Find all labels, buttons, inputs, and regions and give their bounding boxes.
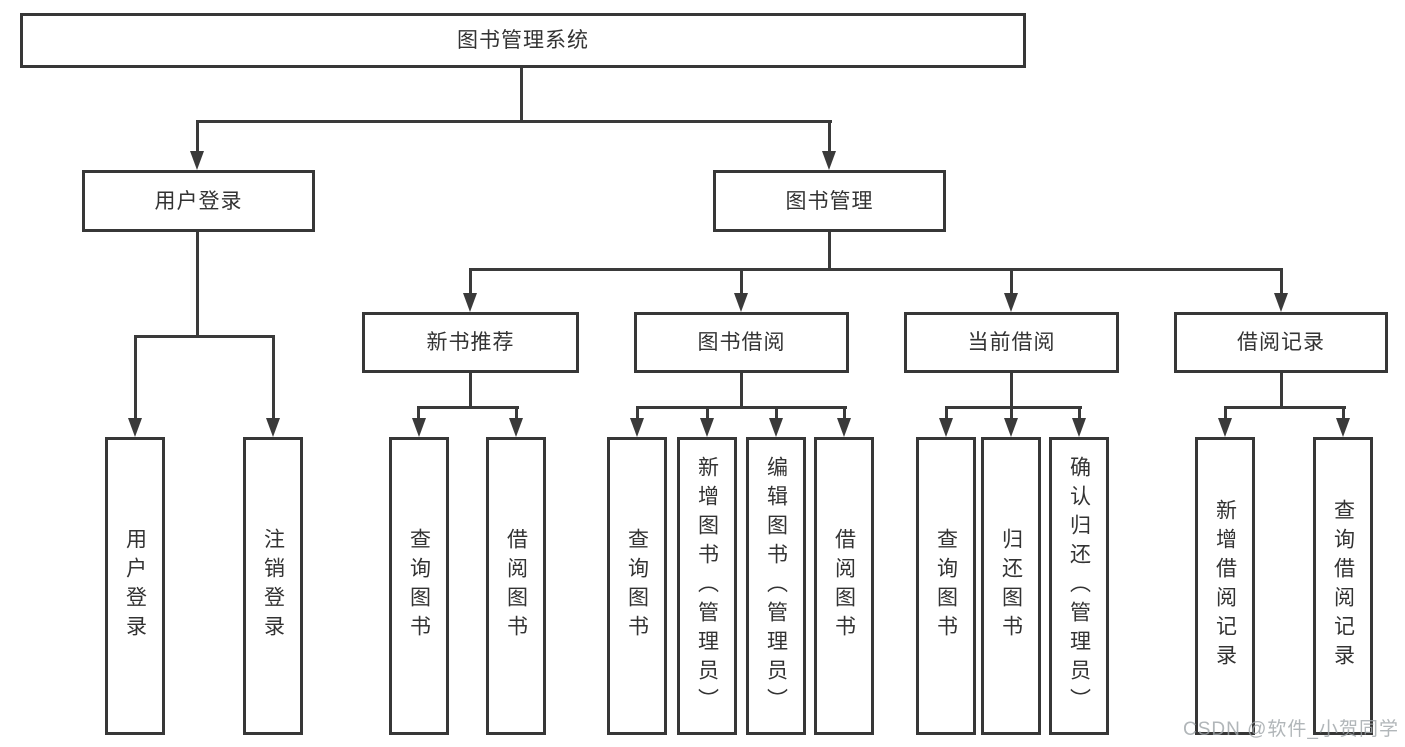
leaf-query-books-recommend: 查询图书 bbox=[389, 437, 449, 735]
arrowhead-down bbox=[266, 418, 280, 437]
connector-root-stem bbox=[520, 68, 523, 120]
connector-drop bbox=[134, 335, 137, 419]
connector-rail bbox=[636, 406, 847, 409]
connector-drop bbox=[1010, 268, 1013, 294]
connector-drop bbox=[1342, 406, 1345, 420]
leaf-borrow-books: 借阅图书 bbox=[814, 437, 874, 735]
connector-drop bbox=[945, 406, 948, 420]
node-new-book-recommend: 新书推荐 bbox=[362, 312, 579, 373]
connector-drop bbox=[1280, 268, 1283, 294]
connector-root-rail bbox=[196, 120, 832, 123]
connector-drop bbox=[469, 268, 472, 294]
arrowhead-down bbox=[1004, 418, 1018, 437]
node-library-management-system: 图书管理系统 bbox=[20, 13, 1026, 68]
arrowhead-down bbox=[1072, 418, 1086, 437]
leaf-query-books-borrowing: 查询图书 bbox=[607, 437, 667, 735]
leaf-user-login: 用户登录 bbox=[105, 437, 165, 735]
arrowhead-down bbox=[463, 293, 477, 312]
node-borrowing-records: 借阅记录 bbox=[1174, 312, 1388, 373]
arrowhead-down bbox=[190, 151, 204, 170]
leaf-query-borrow-record: 查询借阅记录 bbox=[1313, 437, 1373, 735]
connector-stem bbox=[196, 232, 199, 335]
connector-drop bbox=[1224, 406, 1227, 420]
arrowhead-down bbox=[822, 151, 836, 170]
leaf-add-books-admin: 新增图书（管理员） bbox=[677, 437, 737, 735]
connector-rail bbox=[1224, 406, 1346, 409]
connector-drop bbox=[1010, 406, 1013, 420]
connector-drop bbox=[740, 268, 743, 294]
connector-drop bbox=[1078, 406, 1081, 420]
connector-rail bbox=[469, 268, 1283, 271]
leaf-confirm-return-admin: 确认归还（管理员） bbox=[1049, 437, 1109, 735]
arrowhead-down bbox=[412, 418, 426, 437]
connector-drop bbox=[828, 120, 831, 153]
arrowhead-down bbox=[128, 418, 142, 437]
connector-drop bbox=[196, 120, 199, 153]
node-current-borrowing: 当前借阅 bbox=[904, 312, 1119, 373]
connector-stem bbox=[828, 232, 831, 268]
connector-rail bbox=[417, 406, 519, 409]
connector-rail bbox=[134, 335, 275, 338]
leaf-return-books: 归还图书 bbox=[981, 437, 1041, 735]
connector-drop bbox=[272, 335, 275, 419]
connector-stem bbox=[469, 373, 472, 406]
connector-stem bbox=[740, 373, 743, 406]
node-book-borrowing: 图书借阅 bbox=[634, 312, 849, 373]
csdn-watermark: CSDN @软件_小贺同学 bbox=[1183, 719, 1399, 740]
arrowhead-down bbox=[1336, 418, 1350, 437]
node-book-management: 图书管理 bbox=[713, 170, 946, 232]
arrowhead-down bbox=[630, 418, 644, 437]
connector-stem bbox=[1280, 373, 1283, 406]
leaf-logout: 注销登录 bbox=[243, 437, 303, 735]
connector-drop bbox=[515, 406, 518, 420]
arrowhead-down bbox=[769, 418, 783, 437]
leaf-add-borrow-record: 新增借阅记录 bbox=[1195, 437, 1255, 735]
arrowhead-down bbox=[1274, 293, 1288, 312]
connector-drop bbox=[636, 406, 639, 420]
connector-stem bbox=[1010, 373, 1013, 406]
connector-rail bbox=[945, 406, 1082, 409]
arrowhead-down bbox=[509, 418, 523, 437]
connector-drop bbox=[775, 406, 778, 420]
connector-drop bbox=[706, 406, 709, 420]
arrowhead-down bbox=[700, 418, 714, 437]
connector-drop bbox=[417, 406, 420, 420]
connector-drop bbox=[843, 406, 846, 420]
arrowhead-down bbox=[939, 418, 953, 437]
leaf-borrow-books-recommend: 借阅图书 bbox=[486, 437, 546, 735]
leaf-query-books-current: 查询图书 bbox=[916, 437, 976, 735]
arrowhead-down bbox=[734, 293, 748, 312]
arrowhead-down bbox=[837, 418, 851, 437]
arrowhead-down bbox=[1004, 293, 1018, 312]
leaf-edit-books-admin: 编辑图书（管理员） bbox=[746, 437, 806, 735]
arrowhead-down bbox=[1218, 418, 1232, 437]
node-user-login: 用户登录 bbox=[82, 170, 315, 232]
